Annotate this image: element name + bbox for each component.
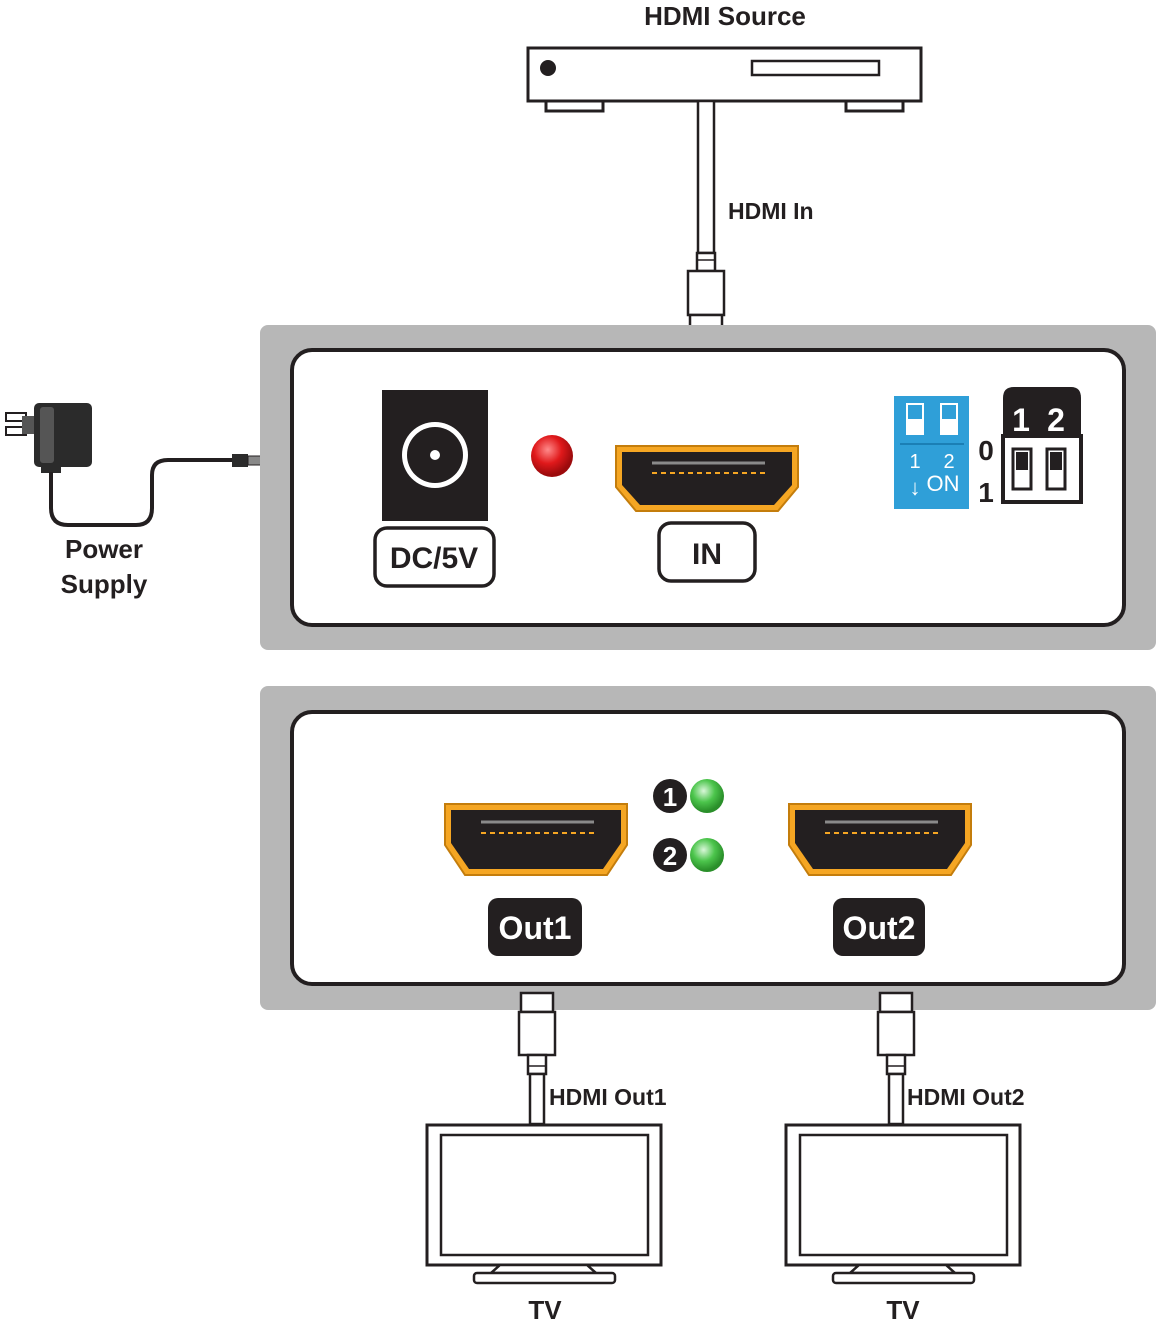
dip-legend-number-1: 1 [1012, 402, 1030, 438]
dip-position-1: 1 [978, 477, 994, 508]
settop-box-icon [526, 46, 923, 113]
hdmi-in-label: HDMI In [728, 198, 814, 224]
hdmi-out1-label: HDMI Out1 [549, 1084, 667, 1110]
power-supply-label-line2: Supply [61, 569, 148, 599]
dip-switch[interactable]: 1 2 ↓ ON [894, 396, 969, 509]
out2-port-tag: Out2 [833, 898, 925, 956]
dc-port-tag: DC/5V [373, 526, 496, 588]
tv2-label: TV [886, 1295, 920, 1325]
hdmi-in-port[interactable] [615, 445, 799, 512]
dc-power-jack[interactable] [382, 390, 488, 521]
hdmi-out2-label: HDMI Out2 [907, 1084, 1025, 1110]
hdmi-source-label: HDMI Source [644, 1, 806, 31]
status-led-2: 2 [653, 838, 724, 872]
hdmi-out1-port[interactable] [444, 803, 628, 876]
out2-port-label: Out2 [843, 910, 916, 946]
in-port-tag: IN [657, 521, 757, 583]
dip-position-0: 0 [978, 435, 994, 466]
status-led-1: 1 [653, 779, 724, 813]
hdmi-out2-port[interactable] [788, 803, 972, 876]
dip-on-label: ON [927, 471, 960, 496]
status-led-2-number: 2 [663, 841, 677, 871]
out1-port-label: Out1 [499, 910, 572, 946]
hdmi-in-cable [686, 99, 726, 336]
hdmi-out2-cable [876, 991, 916, 1126]
out1-port-tag: Out1 [488, 898, 582, 956]
hdmi-out1-cable [517, 991, 557, 1126]
dip-number-1: 1 [909, 451, 920, 473]
dip-number-2: 2 [943, 451, 954, 473]
tv-monitor-icon-1 [425, 1123, 663, 1285]
in-port-label: IN [692, 538, 722, 571]
dip-legend: 1 2 [1001, 387, 1083, 504]
dip-legend-number-2: 2 [1047, 402, 1065, 438]
dip-arrow-icon: ↓ [910, 475, 921, 500]
dc-port-label: DC/5V [390, 542, 478, 575]
tv-monitor-icon-2 [784, 1123, 1022, 1285]
power-adapter-icon [5, 403, 277, 527]
power-led [531, 435, 573, 477]
power-supply-label-line1: Power [65, 534, 143, 564]
status-led-1-number: 1 [663, 782, 677, 812]
tv1-label: TV [528, 1295, 562, 1325]
